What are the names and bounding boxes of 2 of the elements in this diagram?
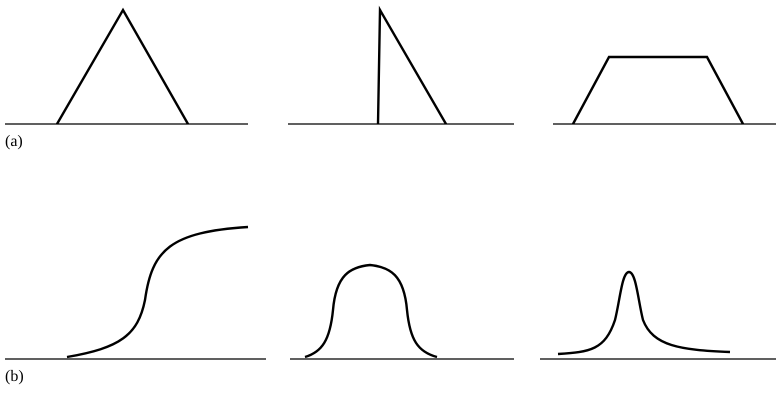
panel-label: (a) xyxy=(5,133,23,151)
panel-label: (b) xyxy=(5,368,24,386)
